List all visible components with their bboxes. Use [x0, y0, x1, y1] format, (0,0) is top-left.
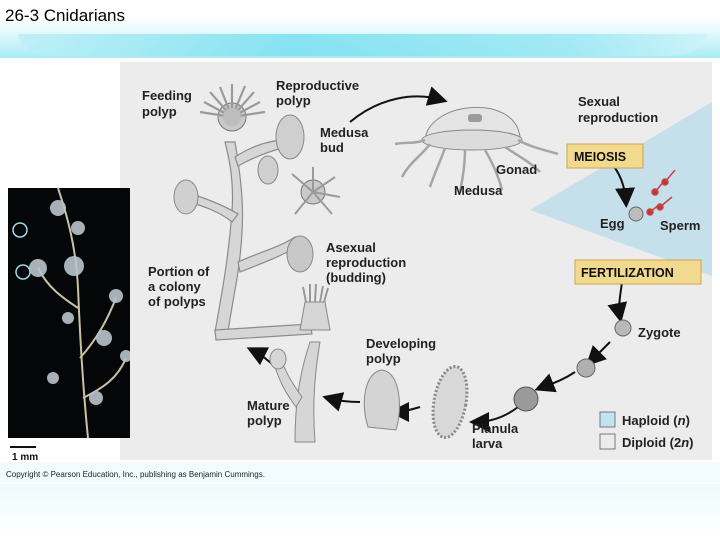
label-developing-polyp: Developing polyp: [366, 336, 440, 366]
fertilization-box: [574, 259, 702, 285]
label-portion-of-colony: Portion of a colony of polyps: [148, 264, 213, 309]
title-band: [0, 0, 720, 58]
label-sexual-reproduction: Sexual reproduction: [578, 94, 658, 125]
egg: [628, 206, 644, 222]
copyright-band: [0, 462, 720, 482]
label-planula-larva: Planula larva: [472, 421, 522, 451]
label-sperm: Sperm: [660, 218, 700, 233]
scale-bar-label: 1 mm: [12, 452, 39, 463]
fertilization-label: FERTILIZATION: [581, 266, 674, 280]
reproductive-polyp: [257, 114, 305, 185]
legend-swatch-diploid: [599, 433, 616, 450]
lifecycle-figure: MEIOSIS FERTILIZATION Feeding polyp Repr…: [120, 62, 712, 460]
planula-larva: [431, 364, 469, 440]
label-zygote: Zygote: [638, 325, 681, 340]
label-mature-polyp: Mature polyp: [247, 398, 293, 428]
legend-label-haploid: Haploid (n): [622, 413, 690, 428]
meiosis-label: MEIOSIS: [574, 150, 626, 164]
colony-photo: [8, 188, 130, 438]
arrow-to-zygote-cleavage: [585, 341, 611, 367]
arrow-to-mature: [322, 392, 361, 412]
medusa: [394, 106, 559, 193]
legend: Haploid (n) Diploid (2n): [599, 411, 694, 450]
arrow-to-morula: [534, 371, 576, 393]
developing-polyp: [363, 369, 400, 431]
haploid-region: [530, 102, 712, 276]
zygote: [614, 319, 632, 337]
title-wave: [18, 34, 708, 56]
label-reproductive-polyp: Reproductive polyp: [276, 78, 363, 108]
early-embryo: [576, 358, 596, 378]
side-polyp: [173, 179, 199, 215]
copyright-text: Copyright © Pearson Education, Inc., pub…: [6, 470, 265, 479]
label-egg: Egg: [600, 216, 625, 231]
label-medusa: Medusa: [454, 183, 503, 198]
label-feeding-polyp: Feeding polyp: [142, 88, 195, 119]
medusa-bud: [291, 167, 341, 215]
sperm: [646, 169, 676, 216]
label-asexual-reproduction: Asexual reproduction (budding): [326, 240, 410, 285]
feeding-polyp: [199, 84, 266, 132]
label-medusa-bud: Medusa bud: [320, 125, 372, 155]
label-gonad: Gonad: [496, 162, 537, 177]
slide-title: 26-3 Cnidarians: [5, 6, 126, 25]
mature-polyp: [269, 283, 331, 443]
scale-bar: [10, 446, 36, 448]
legend-swatch-haploid: [599, 411, 616, 428]
arrow-fertilization: [607, 281, 628, 323]
bottom-band: [0, 484, 720, 540]
legend-label-diploid: Diploid (2n): [622, 435, 694, 450]
lifecycle-diagram: MEIOSIS FERTILIZATION Feeding polyp Repr…: [142, 78, 712, 451]
arrow-to-medusa: [349, 86, 448, 123]
budding-polyp: [286, 235, 314, 273]
arrow-to-planula: [469, 406, 519, 432]
blastula: [513, 386, 539, 412]
meiosis-box: [566, 143, 644, 169]
